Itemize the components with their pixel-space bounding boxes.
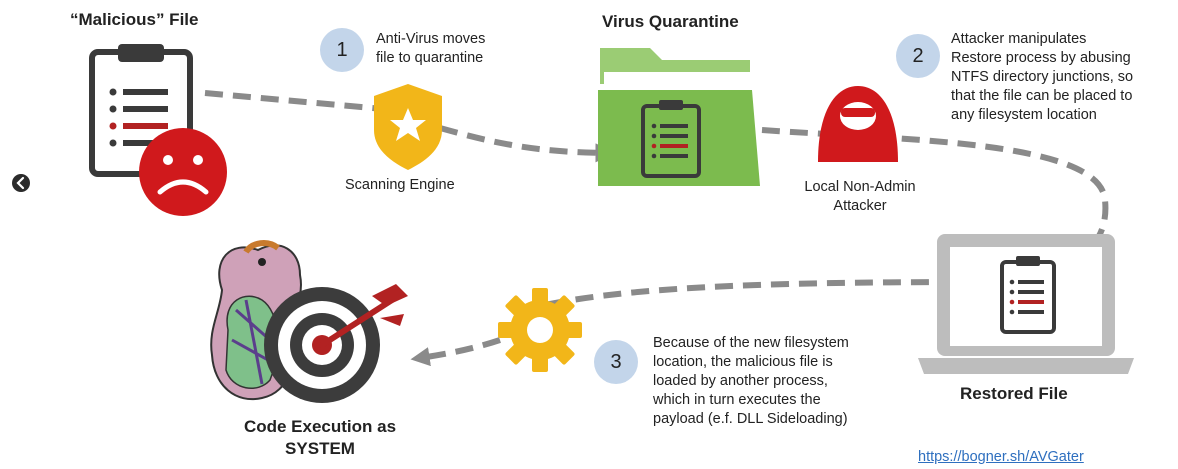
gear-icon <box>498 288 582 372</box>
flow-arrow-file-to-scan <box>204 90 396 113</box>
step-2-badge: 2 <box>896 34 940 78</box>
hooded-attacker-icon <box>818 86 898 162</box>
avgater-link[interactable]: https://bogner.sh/AVGater <box>918 449 1084 465</box>
attacker-label: Local Non-Admin Attacker <box>804 179 916 214</box>
restored-file-title: Restored File <box>960 384 1068 403</box>
code-execution-title: Code Execution as SYSTEM <box>243 417 397 458</box>
sad-face-icon <box>139 128 227 216</box>
step-1-text: Anti-Virus moves file to quarantine <box>376 31 486 66</box>
folder-icon <box>598 48 760 186</box>
shield-star-icon <box>374 84 442 170</box>
step-1-number: 1 <box>336 38 348 61</box>
step-1-badge: 1 <box>320 28 364 72</box>
virus-quarantine-title: Virus Quarantine <box>602 12 739 31</box>
malicious-file-title: “Malicious” File <box>70 10 199 29</box>
back-arrow-icon[interactable] <box>12 174 30 192</box>
step-2-text: Attacker manipulates Restore process by … <box>951 31 1134 123</box>
flow-arrow-scan-to-quarantine <box>439 125 615 163</box>
laptop-icon <box>918 234 1134 374</box>
flow-arrow-restore-to-gear <box>544 279 986 308</box>
step-2-number: 2 <box>912 44 924 67</box>
target-arrow-icon <box>264 284 408 403</box>
flow-arrow-gear-to-target <box>410 337 501 367</box>
scanning-engine-label: Scanning Engine <box>345 177 455 193</box>
step-3-number: 3 <box>610 350 622 373</box>
step-3-text: Because of the new filesystem location, … <box>653 335 849 427</box>
step-3-badge: 3 <box>594 340 638 384</box>
